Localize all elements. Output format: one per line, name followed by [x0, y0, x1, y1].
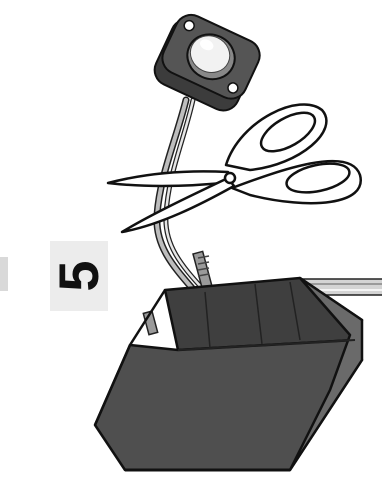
safety-sensor-icon	[149, 9, 264, 117]
garage-door-opener-icon	[95, 278, 362, 470]
scissors-icon	[108, 104, 361, 232]
